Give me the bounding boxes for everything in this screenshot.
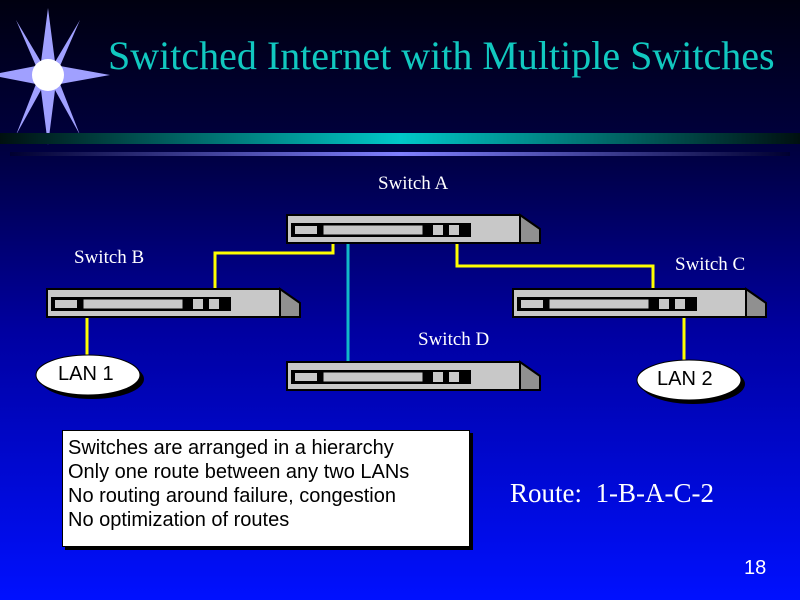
page-number: 18 [744,557,767,579]
title-underline [0,133,800,144]
switch-b-label: Switch B [74,247,145,268]
switch-b [46,288,301,318]
bullet-item: No routing around failure, congestion [68,485,396,507]
lan2-cloud [636,359,742,401]
lan1-label: LAN 1 [58,363,114,385]
switch-d-label: Switch D [418,329,490,350]
star-icon [0,8,110,145]
link-a-c [455,232,655,302]
lan1-cloud [35,354,141,396]
switch-a-label: Switch A [378,173,449,194]
switch-c [512,288,767,318]
bullet-item: Switches are arranged in a hierarchy [68,437,394,459]
switch-c-label: Switch C [675,254,746,275]
slide-title: Switched Internet with Multiple Switches [108,33,775,78]
title-underline-thin [10,152,790,156]
bullet-box: Switches are arranged in a hierarchy Onl… [62,430,470,547]
switch-a [286,214,541,244]
switch-d [286,361,541,391]
lan2-label: LAN 2 [657,368,713,390]
bullet-item: No optimization of routes [68,509,290,531]
bullet-item: Only one route between any two LANs [68,461,410,483]
route-text: Route: 1-B-A-C-2 [510,478,714,508]
